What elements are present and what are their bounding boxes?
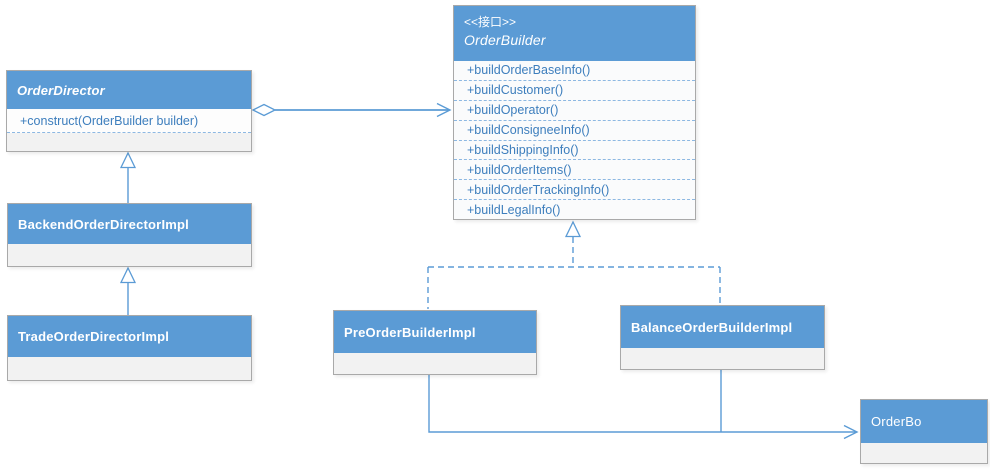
- empty-compartment: [334, 353, 536, 374]
- class-pre-order-builder-impl: PreOrderBuilderImpl: [333, 310, 537, 375]
- class-name: PreOrderBuilderImpl: [344, 324, 476, 340]
- empty-compartment: [621, 348, 824, 369]
- class-balance-order-builder-impl-header: BalanceOrderBuilderImpl: [621, 306, 824, 348]
- hollow-diamond: [251, 103, 277, 117]
- empty-compartment: [7, 133, 251, 151]
- empty-compartment: [8, 357, 251, 380]
- hollow-triangle-arrowhead: [119, 151, 137, 169]
- class-trade-order-director-impl: TradeOrderDirectorImpl: [7, 315, 252, 381]
- method-item: +buildOrderTrackingInfo(): [454, 179, 695, 199]
- method-item: +construct(OrderBuilder builder): [7, 109, 251, 133]
- empty-compartment: [861, 443, 987, 463]
- generalization-backend-to-orderdirector: [119, 151, 137, 203]
- open-arrowhead: [436, 102, 452, 118]
- class-balance-order-builder-impl: BalanceOrderBuilderImpl: [620, 305, 825, 370]
- method-item: +buildShippingInfo(): [454, 139, 695, 160]
- stereotype-label: <<接口>>: [464, 15, 517, 29]
- hollow-triangle-arrowhead: [119, 266, 137, 284]
- class-order-bo: OrderBo: [860, 399, 988, 464]
- class-order-director: OrderDirector +construct(OrderBuilder bu…: [6, 70, 252, 152]
- empty-compartment: [8, 244, 251, 266]
- class-name: OrderBo: [871, 414, 922, 429]
- class-name: OrderDirector: [17, 82, 105, 98]
- class-pre-order-builder-impl-header: PreOrderBuilderImpl: [334, 311, 536, 353]
- hollow-triangle-arrowhead: [564, 220, 582, 238]
- open-arrowhead: [843, 424, 859, 440]
- method-item: +buildOrderBaseInfo(): [467, 63, 591, 78]
- generalization-trade-to-backend: [119, 266, 137, 315]
- method-item: +buildOperator(): [454, 99, 695, 120]
- class-order-director-header: OrderDirector: [7, 71, 251, 109]
- class-name: BackendOrderDirectorImpl: [18, 216, 189, 232]
- class-name: OrderBuilder: [464, 32, 546, 48]
- method-item: +buildCustomer(): [454, 79, 695, 100]
- aggregation-orderdirector-to-orderbuilder: [251, 102, 452, 118]
- class-order-builder-methods: +buildOrderBaseInfo() +buildCustomer() +…: [454, 61, 695, 219]
- class-name: BalanceOrderBuilderImpl: [631, 319, 793, 335]
- class-order-bo-header: OrderBo: [861, 400, 987, 443]
- class-backend-order-director-impl-header: BackendOrderDirectorImpl: [8, 204, 251, 244]
- association-builders-to-orderbo: [428, 370, 859, 440]
- method-item: +buildConsigneeInfo(): [454, 119, 695, 140]
- class-order-builder: <<接口>> OrderBuilder +buildOrderBaseInfo(…: [453, 5, 696, 220]
- class-order-builder-header: <<接口>> OrderBuilder: [454, 6, 695, 61]
- method-item: +buildOrderItems(): [454, 159, 695, 179]
- realization-builders-to-orderbuilder: [427, 220, 721, 309]
- class-name: TradeOrderDirectorImpl: [18, 329, 170, 344]
- class-trade-order-director-impl-header: TradeOrderDirectorImpl: [8, 316, 251, 357]
- class-backend-order-director-impl: BackendOrderDirectorImpl: [7, 203, 252, 267]
- method-item: +buildLegalInfo(): [454, 199, 695, 219]
